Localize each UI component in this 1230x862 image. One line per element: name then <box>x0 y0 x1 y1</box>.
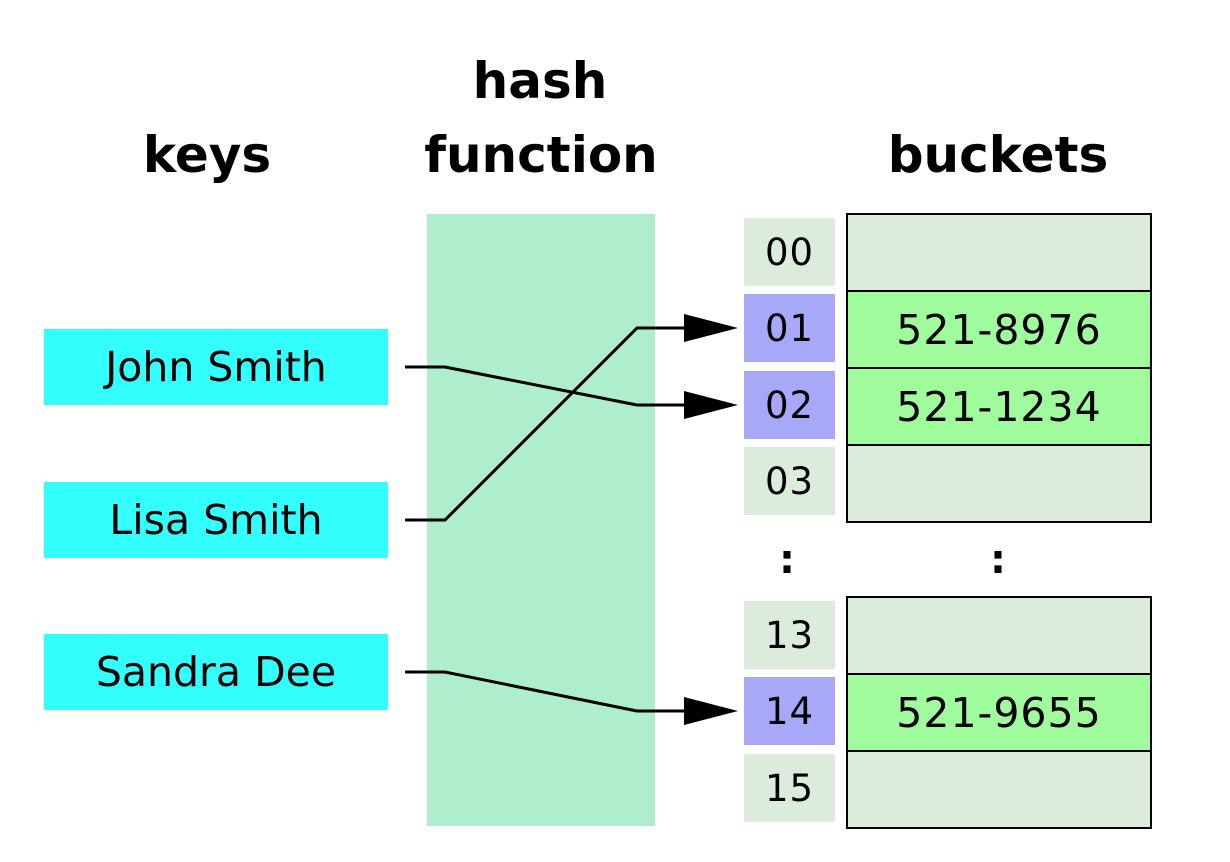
bucket-group: 521-9655 <box>846 596 1152 829</box>
bucket-cell <box>848 215 1150 290</box>
bucket-cell: 521-1234 <box>848 367 1150 444</box>
bucket-index: 15 <box>744 754 835 822</box>
key-to-bucket-line <box>405 365 690 407</box>
bucket-index: 14 <box>744 677 835 745</box>
bucket-index: 02 <box>744 371 835 439</box>
buckets-heading: buckets <box>887 126 1109 184</box>
bucket-cell <box>848 750 1150 827</box>
bucket-ellipsis: : <box>990 537 1006 583</box>
arrow-head <box>684 391 738 419</box>
key-box: John Smith <box>44 329 388 405</box>
bucket-index: 00 <box>744 218 835 286</box>
arrow-head <box>684 314 738 342</box>
index-ellipsis: : <box>779 537 795 583</box>
bucket-index: 01 <box>744 294 835 362</box>
keys-heading: keys <box>142 126 272 184</box>
hash-function-heading-line2: function <box>424 126 658 184</box>
hash-function-heading-line1: hash <box>472 52 608 110</box>
key-box: Lisa Smith <box>44 482 388 558</box>
bucket-cell <box>848 444 1150 521</box>
arrow-head <box>684 697 738 725</box>
hash-function-band <box>427 214 655 826</box>
bucket-index: 03 <box>744 447 835 515</box>
bucket-cell <box>848 598 1150 673</box>
bucket-index: 13 <box>744 601 835 669</box>
key-to-bucket-line <box>405 326 690 522</box>
bucket-cell: 521-9655 <box>848 673 1150 750</box>
key-to-bucket-line <box>405 670 690 713</box>
key-box: Sandra Dee <box>44 634 388 710</box>
bucket-cell: 521-8976 <box>848 290 1150 367</box>
